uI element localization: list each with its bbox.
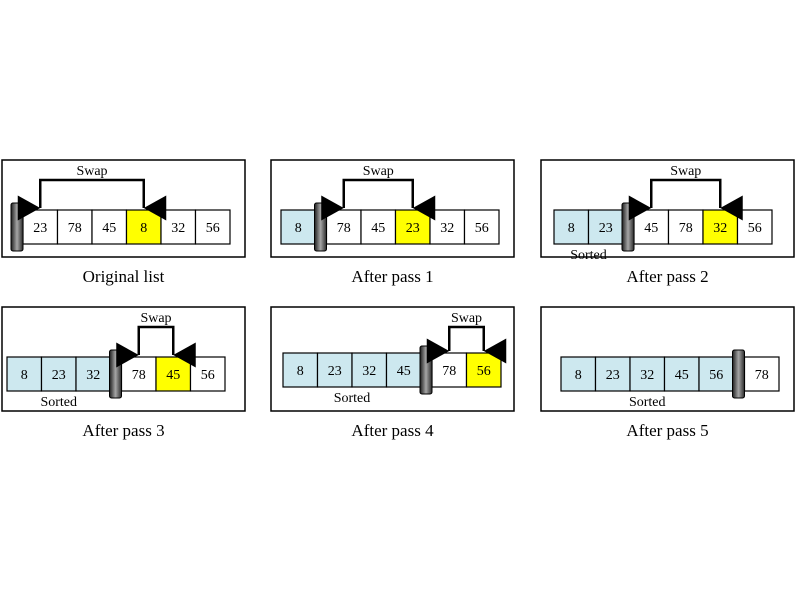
wall-divider: [732, 349, 745, 399]
cell-value: 78: [132, 368, 146, 383]
panel-caption: After pass 3: [82, 421, 164, 440]
sorted-label: Sorted: [570, 248, 607, 263]
list-cell: [429, 209, 466, 245]
list-cell: [280, 209, 317, 245]
cell-value: 23: [599, 221, 613, 236]
cell-value: 23: [606, 368, 620, 383]
cell-value: 56: [206, 221, 220, 236]
cell-value: 56: [201, 368, 215, 383]
cell-value: 23: [328, 364, 342, 379]
swap-label: Swap: [670, 164, 701, 179]
cell-value: 45: [397, 364, 411, 379]
cell-value: 56: [748, 221, 762, 236]
cell-value: 45: [166, 368, 180, 383]
list-cell: [160, 209, 197, 245]
cell-value: 32: [362, 364, 376, 379]
panel-caption: After pass 1: [351, 267, 433, 286]
cell-value: 8: [575, 368, 582, 383]
cell-value: 56: [475, 221, 489, 236]
list-cell: [189, 356, 226, 392]
swap-arrow: [321, 178, 436, 221]
wall-divider: [419, 345, 433, 395]
swap-label: Swap: [76, 164, 107, 179]
list-cell: [698, 356, 735, 392]
list-cell: [75, 356, 112, 392]
panel-caption: Original list: [83, 267, 165, 286]
cell-value: 78: [337, 221, 351, 236]
cell-value: 8: [568, 221, 575, 236]
list-cell: [463, 209, 500, 245]
cell-value: 56: [709, 368, 723, 383]
cell-value: 8: [297, 364, 304, 379]
cell-value: 32: [171, 221, 185, 236]
wall-divider: [109, 349, 122, 399]
sorted-label: Sorted: [334, 391, 371, 406]
cell-value: 8: [21, 368, 28, 383]
wall-divider: [621, 202, 635, 252]
cell-value: 78: [68, 221, 82, 236]
list-cell: [282, 352, 319, 388]
swap-label: Swap: [363, 164, 394, 179]
swap-arrow: [628, 178, 743, 221]
list-cell: [194, 209, 231, 245]
cell-value: 32: [440, 221, 454, 236]
cell-value: 45: [102, 221, 116, 236]
list-cell: [40, 356, 77, 392]
swap-label: Swap: [451, 311, 482, 326]
sorted-label: Sorted: [40, 395, 77, 410]
cell-value: 78: [442, 364, 456, 379]
cell-value: 78: [755, 368, 769, 383]
panel-caption: After pass 2: [626, 267, 708, 286]
panel-caption: After pass 5: [626, 421, 708, 440]
wall-divider: [314, 202, 327, 252]
cell-value: 56: [477, 364, 491, 379]
panel-caption: After pass 4: [351, 421, 434, 440]
swap-arrow: [17, 178, 167, 221]
list-cell: [6, 356, 43, 392]
cell-value: 23: [33, 221, 47, 236]
swap-label: Swap: [140, 311, 171, 326]
cell-value: 45: [371, 221, 385, 236]
list-cell: [587, 209, 624, 245]
cell-value: 23: [52, 368, 66, 383]
list-cell: [594, 356, 631, 392]
cell-value: 8: [295, 221, 302, 236]
swap-arrow: [116, 325, 196, 368]
list-cell: [553, 209, 590, 245]
cell-value: 78: [679, 221, 693, 236]
cell-value: 32: [713, 221, 727, 236]
cell-value: 32: [640, 368, 654, 383]
cell-value: 23: [406, 221, 420, 236]
sorted-label: Sorted: [629, 395, 666, 410]
cell-value: 32: [86, 368, 100, 383]
cell-value: 45: [675, 368, 689, 383]
cell-value: 8: [140, 221, 147, 236]
wall-divider: [10, 202, 24, 252]
cell-value: 45: [644, 221, 658, 236]
swap-arrow: [426, 325, 507, 364]
list-cell: [736, 209, 773, 245]
